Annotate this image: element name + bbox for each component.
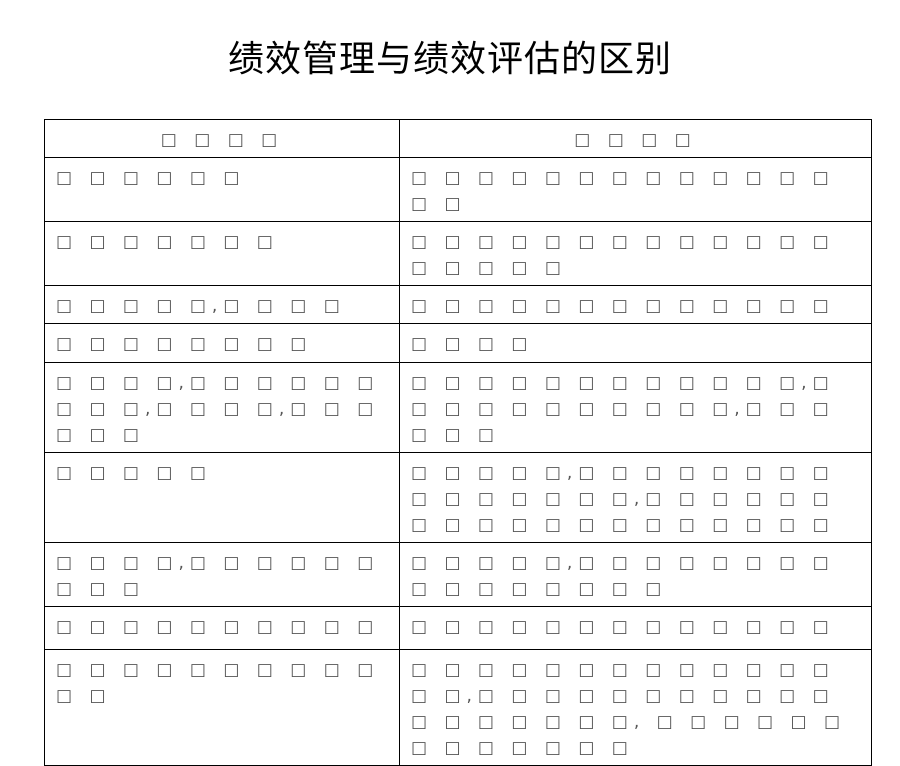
table-row: □ □ □ □ □ □ □ □ □ □,□ □ □ □ □ □ □ □ □ □ … bbox=[44, 452, 872, 543]
table-cell: □ □ □ □ □ □ bbox=[44, 157, 400, 222]
table-cell: □ □ □ □ □ □ □ □ □ □ □ □ □ bbox=[399, 606, 872, 650]
table-row: □ □ □ □ □,□ □ □ □ □ □ □ □ □ □ □ □ □ □ □ … bbox=[44, 285, 872, 324]
table-row: □ □ □ □,□ □ □ □ □ □ □ □ □ □ □ □ □ □,□ □ … bbox=[44, 542, 872, 607]
table-cell: □ □ □ □ □ □ □ □ □ □ □ □ bbox=[44, 649, 400, 766]
table-row: □ □ □ □,□ □ □ □ □ □ □ □ □,□ □ □ □,□ □ □ … bbox=[44, 362, 872, 453]
comparison-table: □ □ □ □ □ □ □ □ □ □ □ □ □ □ □ □ □ □ □ □ … bbox=[44, 119, 872, 766]
table-cell: □ □ □ □ □ □ □ □ □ □ □ □ □ bbox=[399, 285, 872, 324]
table-row: □ □ □ □ □ □ □ □ □ □ □ □ □ □ □ □ □ □ □ □ … bbox=[44, 606, 872, 650]
table-row: □ □ □ □ □ □ □ □ □ □ □ □ bbox=[44, 323, 872, 363]
table-cell: □ □ □ □,□ □ □ □ □ □ □ □ □,□ □ □ □,□ □ □ … bbox=[44, 362, 400, 453]
table-cell: □ □ □ □ □ □ □ □ bbox=[44, 323, 400, 363]
table-cell: □ □ □ □ □,□ □ □ □ □ □ □ □ □ □ □ □ □ □ □ … bbox=[399, 542, 872, 607]
table-header-row: □ □ □ □ □ □ □ □ bbox=[44, 119, 872, 158]
table-cell: □ □ □ □ □,□ □ □ □ bbox=[44, 285, 400, 324]
table-cell: □ □ □ □ □ □ □ bbox=[44, 221, 400, 286]
table-cell: □ □ □ □,□ □ □ □ □ □ □ □ □ bbox=[44, 542, 400, 607]
table-cell: □ □ □ □ bbox=[399, 323, 872, 363]
table-cell: □ □ □ □ □ □ □ □ □ □ □ □,□ □ □ □ □ □ □ □ … bbox=[399, 362, 872, 453]
table-cell: □ □ □ □ □ bbox=[44, 452, 400, 543]
table-row: □ □ □ □ □ □ □ □ □ □ □ □ □ □ □ □ □ □ □ □ … bbox=[44, 157, 872, 222]
table-cell: □ □ □ □ □ □ □ □ □ □ □ □ □ □ □ bbox=[399, 157, 872, 222]
table-cell: □ □ □ □ □ □ □ □ □ □ bbox=[44, 606, 400, 650]
table-cell: □ □ □ □ □,□ □ □ □ □ □ □ □ □ □ □ □ □ □ □,… bbox=[399, 452, 872, 543]
table-row: □ □ □ □ □ □ □ □ □ □ □ □ □ □ □ □ □ □ □ □ … bbox=[44, 221, 872, 286]
slide-title: 绩效管理与绩效评估的区别 bbox=[227, 39, 672, 80]
table-row: □ □ □ □ □ □ □ □ □ □ □ □ □ □ □ □ □ □ □ □ … bbox=[44, 649, 872, 766]
column-header-performance-management: □ □ □ □ bbox=[44, 119, 400, 158]
table-cell: □ □ □ □ □ □ □ □ □ □ □ □ □ □ □,□ □ □ □ □ … bbox=[399, 649, 872, 766]
table-cell: □ □ □ □ □ □ □ □ □ □ □ □ □ □ □ □ □ □ bbox=[399, 221, 872, 286]
column-header-performance-appraisal: □ □ □ □ bbox=[399, 119, 872, 158]
